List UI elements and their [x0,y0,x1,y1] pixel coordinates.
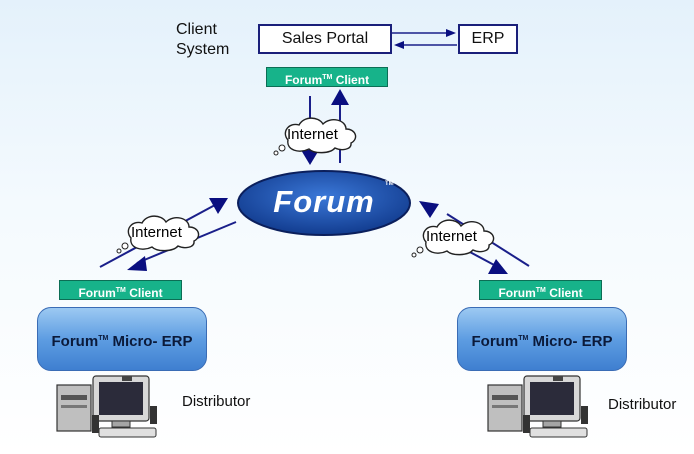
left-down-arrowhead [127,256,147,271]
forum-client-suffix: Client [125,286,163,300]
trademark-mark: TM [322,74,333,81]
trademark-mark: TM [518,335,529,342]
distributor-label-left: Distributor [182,393,251,410]
forum-hub-label: Forum [273,184,375,219]
forum-client-tag-left: ForumTM Client [59,280,182,300]
sales-portal-box: Sales Portal [258,24,392,54]
client-system-label-line1: Client [176,21,217,38]
forum-hub-ellipse [237,170,411,236]
erp-to-portal-arrowhead [394,41,404,49]
portal-to-erp-arrowhead [446,29,456,37]
micro-erp-suffix: Micro- ERP [528,333,613,350]
internet-label-top: Internet [287,126,338,143]
micro-erp-name: Forum [471,333,519,350]
forum-hub-trademark: TM [385,181,394,187]
internet-label-left: Internet [131,224,182,241]
micro-erp-pill-right: ForumTM Micro- ERP [457,307,627,371]
forum-client-suffix: Client [545,286,583,300]
forum-client-tag-top: ForumTM Client [266,67,388,87]
left-up-arrowhead [209,198,228,214]
internet-label-right: Internet [426,228,477,245]
cloud-icon [411,219,495,258]
portal-erp-arrows [389,29,457,49]
cloud-icon [273,117,357,156]
right-up-arrowhead [419,201,439,218]
erp-box: ERP [458,24,518,54]
distributor-label-right: Distributor [608,396,677,413]
cloud-icon [116,215,200,254]
right-down-arrowhead [488,259,508,274]
client-system-label-line2: System [176,41,230,58]
top-up-arrowhead [331,89,349,105]
micro-erp-suffix: Micro- ERP [108,333,193,350]
forum-client-name: Forum [78,286,116,300]
forum-client-name: Forum [284,73,323,87]
trademark-mark: TM [115,287,126,294]
top-down-arrowhead [301,150,319,165]
forum-client-tag-right: ForumTM Client [479,280,602,300]
trademark-mark: TM [98,335,109,342]
computer-icon [487,375,588,438]
trademark-mark: TM [535,287,546,294]
forum-client-suffix: Client [332,73,370,87]
forum-client-name: Forum [498,286,536,300]
micro-erp-name: Forum [51,333,99,350]
micro-erp-pill-left: ForumTM Micro- ERP [37,307,207,371]
computer-icon [56,375,157,438]
